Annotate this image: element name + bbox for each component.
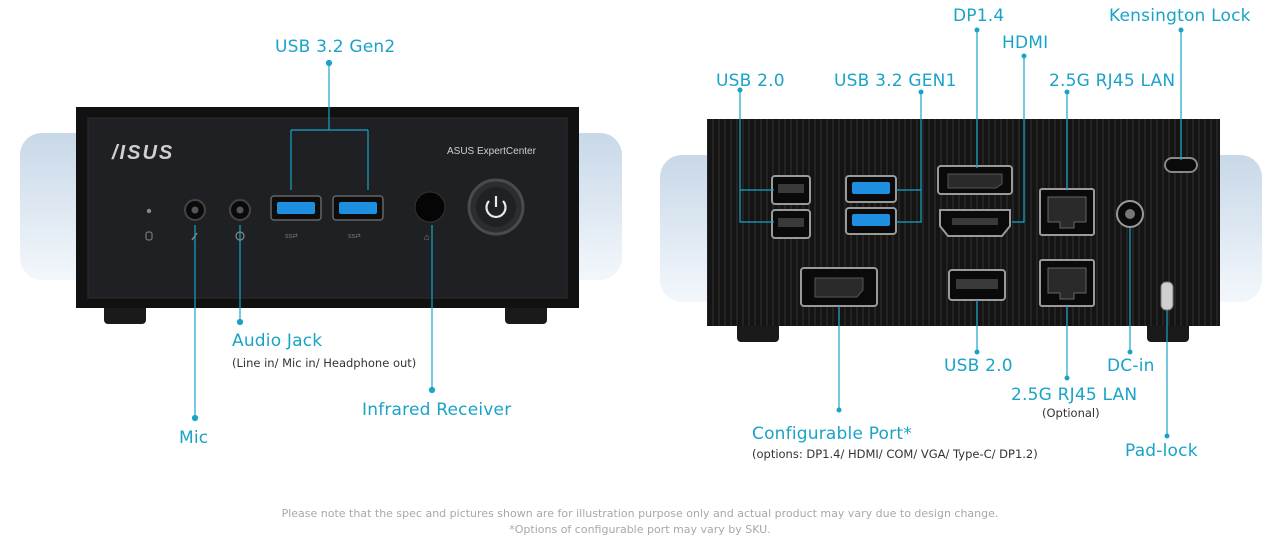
rear-foot-right — [1147, 322, 1189, 342]
label-usb20-top: USB 2.0 — [716, 71, 785, 91]
padlock-loop — [1160, 281, 1174, 311]
kensington-lock-slot — [1164, 157, 1198, 173]
rear-foot-left — [737, 322, 779, 342]
label-kensington: Kensington Lock — [1109, 6, 1251, 26]
infrared-receiver — [414, 191, 446, 223]
label-configurable-sub: (options: DP1.4/ HDMI/ COM/ VGA/ Type-C/… — [752, 447, 1038, 461]
usb-callout-line — [290, 63, 369, 190]
label-audio-jack-sub: (Line in/ Mic in/ Headphone out) — [232, 356, 417, 370]
label-lan-top: 2.5G RJ45 LAN — [1049, 71, 1176, 91]
infrared-icon: ⌂ — [424, 232, 429, 242]
label-configurable-port: Configurable Port* — [752, 424, 912, 444]
label-hdmi: HDMI — [1002, 33, 1049, 53]
ss-logo-2: ss⇄ — [348, 233, 361, 240]
label-padlock: Pad-lock — [1125, 441, 1198, 461]
label-audio-jack: Audio Jack — [232, 331, 323, 351]
disclaimer-line-2: *Options of configurable port may vary b… — [509, 523, 771, 536]
usb32-callout-line — [896, 92, 922, 223]
label-dp14: DP1.4 — [953, 6, 1005, 26]
hdd-led — [146, 208, 152, 214]
power-icon — [485, 200, 507, 219]
front-view: /ISUS ASUS ExpertCenter ss⇄ ss⇄ ⌂ — [20, 59, 622, 422]
hdmi-callout-line — [1012, 56, 1025, 223]
disclaimer-line-1: Please note that the spec and pictures s… — [281, 507, 999, 520]
model-name: ASUS ExpertCenter — [447, 146, 537, 157]
label-usb32-gen2: USB 3.2 Gen2 — [275, 37, 396, 57]
label-mic: Mic — [179, 428, 209, 448]
label-lan-bottom: 2.5G RJ45 LAN — [1011, 385, 1138, 405]
hdd-icon — [145, 231, 153, 241]
label-usb32-gen1: USB 3.2 GEN1 — [834, 71, 957, 91]
ss-logo-1: ss⇄ — [285, 233, 298, 240]
label-lan-optional: (Optional) — [1042, 406, 1100, 420]
asus-logo: /ISUS — [111, 142, 174, 164]
label-usb20-bottom: USB 2.0 — [944, 356, 1013, 376]
usb20-top-callout-line — [739, 90, 774, 223]
label-infrared: Infrared Receiver — [362, 400, 512, 420]
label-dc-in: DC-in — [1107, 356, 1155, 376]
rear-view — [660, 27, 1262, 439]
